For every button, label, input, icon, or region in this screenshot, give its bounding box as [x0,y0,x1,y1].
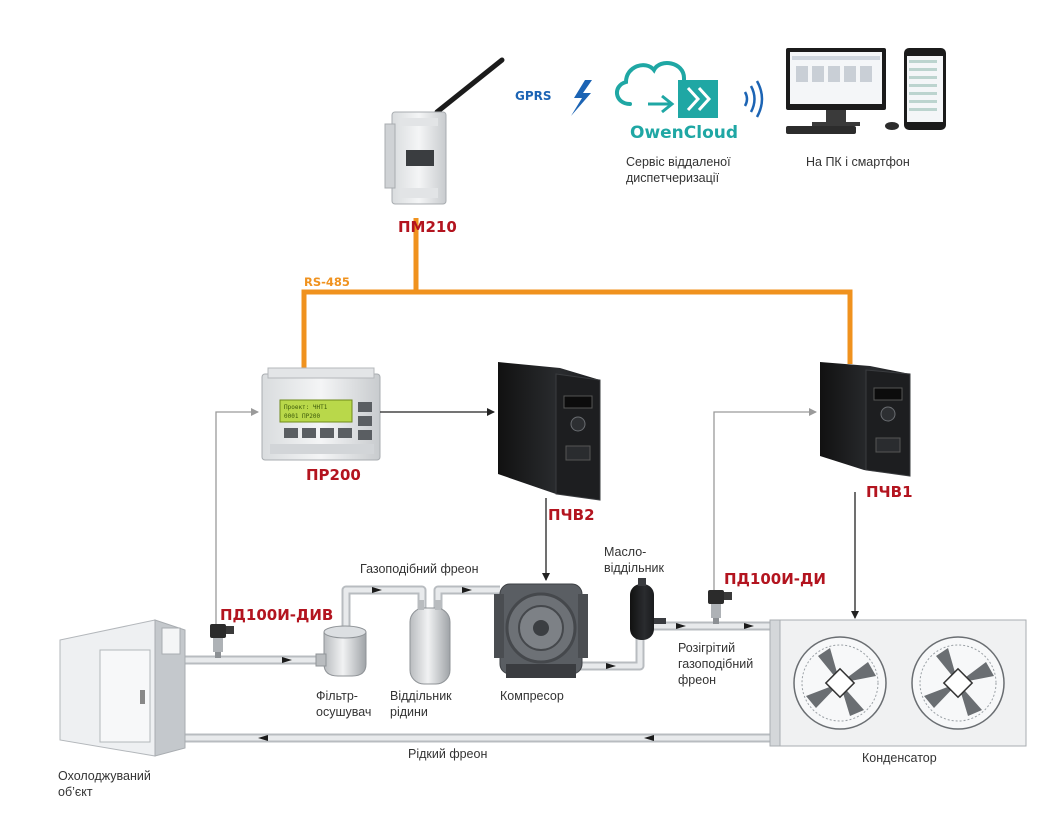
pr200-display [279,399,353,423]
condenser [769,619,1027,747]
pm210-label: ПМ210 [398,218,457,236]
hot-gas-label-line1: Розігрітий [678,641,735,655]
antenna [434,57,505,115]
pressure-sensor-left [210,624,234,658]
flow-arrow-icon [282,657,292,663]
separator-label-line2: рідини [390,705,428,719]
liquid-freon-label: Рідкий фреон [408,747,487,761]
pchv2-label: ПЧВ2 [548,506,595,524]
pr200-screen-line1: Проект: ЧНТ1 [284,404,328,411]
sensor-left-signal-arrow [215,408,259,628]
flow-arrow-icon [744,623,754,629]
pr200-controller: Проект: ЧНТ1 0001 ПР200 [261,367,381,461]
oil-separator-label-line1: Масло- [604,545,646,559]
hot-gas-label-line2: газоподібний [678,657,753,671]
keyboard-icon [786,126,856,134]
oil-separator-label-line2: віддільник [604,561,664,575]
object-label-line2: об’єкт [58,785,93,799]
compressor [494,583,588,678]
filter-drier [315,625,367,677]
lightning-icon [571,80,592,116]
cloud-icon [615,61,686,106]
cold-room [59,619,186,757]
filter-label-line2: осушувач [316,705,371,719]
flow-arrow-icon [676,623,686,629]
signal-lines [215,408,859,628]
devices-caption: На ПК і смартфон [806,155,910,169]
hot-gas-label-line3: фреон [678,673,716,687]
sensor-left-label: ПД100И-ДИВ [220,606,333,624]
pressure-sensor-right [708,590,732,624]
owencloud-brand: OwenCloud [630,123,738,143]
cloud-caption-line1: Сервіс віддаленої [626,155,731,169]
flow-arrow-icon [606,663,616,669]
fan-icon [911,636,1005,730]
object-label-line1: Охолоджуваний [58,769,151,783]
fan-icon [793,636,887,730]
flow-arrow-icon [462,587,472,593]
pchv2-inverter [498,362,601,501]
mouse-icon [885,122,899,130]
wireless-icon [743,80,764,118]
pm210-module [384,57,505,205]
filter-label-line1: Фільтр- [316,689,358,703]
rs485-bus [301,218,853,374]
pipes [185,585,780,743]
pchv1-inverter [820,362,911,477]
flow-arrow-icon [258,735,268,741]
monitor-icon [786,48,899,134]
cloud-caption-line2: диспетчеризації [626,171,720,185]
smartphone-icon [904,48,946,130]
flow-arrow-icon [644,735,654,741]
pr200-label: ПР200 [306,466,361,484]
owencloud-logo [615,61,718,118]
separator-label-line1: Віддільник [390,689,452,703]
pr200-screen-line2: 0001 ПР200 [284,413,321,420]
flow-arrows [258,587,754,741]
compressor-label: Компресор [500,689,564,703]
flow-arrow-icon [372,587,382,593]
rs485-label: RS-485 [304,275,350,289]
oil-separator [630,578,666,640]
sensor-right-label: ПД100И-ДИ [724,570,826,588]
pchv1-label: ПЧВ1 [866,483,913,501]
gprs-label: GPRS [515,89,552,103]
condenser-label: Конденсатор [862,751,937,765]
sensor-right-signal-arrow [713,408,817,596]
gas-freon-label: Газоподібний фреон [360,562,479,576]
liquid-separator [409,600,451,685]
